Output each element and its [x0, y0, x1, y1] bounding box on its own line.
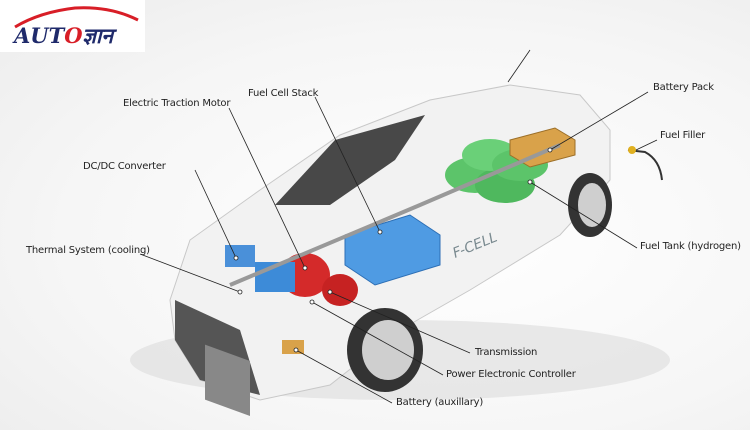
leader-dots [233, 147, 553, 353]
battery-pack-part [509, 127, 576, 168]
autogyan-logo: AUTOज्ञान [0, 0, 145, 52]
label-battery-auxillary: Battery (auxillary) [396, 397, 484, 408]
logo-car-swoosh-icon [14, 6, 139, 29]
logo-text-latin: AUT [14, 23, 65, 48]
label-fuel-tank: Fuel Tank (hydrogen) [640, 241, 741, 252]
label-transmission: Transmission [475, 347, 538, 358]
fuel-filler-cap [628, 146, 636, 154]
label-fuel-cell-stack: Fuel Cell Stack [248, 88, 319, 99]
label-power-electronic-controller: Power Electronic Controller [446, 369, 576, 380]
radiator [205, 344, 250, 416]
aux-battery-part [282, 340, 304, 354]
label-dc-dc-converter: DC/DC Converter [83, 161, 166, 172]
leader-lines [139, 49, 658, 404]
hydrogen-tanks [445, 139, 548, 203]
front-wheel [347, 308, 423, 392]
label-electric-traction-motor: Electric Traction Motor [123, 98, 231, 109]
label-battery-pack: Battery Pack [653, 82, 714, 93]
label-thermal-system: Thermal System (cooling) [26, 245, 150, 256]
logo-text-hindi: ज्ञान [82, 23, 114, 48]
fuel-cell-stack-part [344, 214, 441, 286]
rear-wheel [568, 173, 612, 237]
chassis-pipe [229, 143, 561, 287]
label-fuel-filler: Fuel Filler [660, 130, 706, 141]
windshield [275, 115, 425, 205]
fuel-filler-nozzle [627, 149, 663, 181]
dc-dc-converter-part [225, 245, 255, 267]
transmission-part [322, 274, 358, 306]
logo-text-o: O [64, 23, 83, 48]
